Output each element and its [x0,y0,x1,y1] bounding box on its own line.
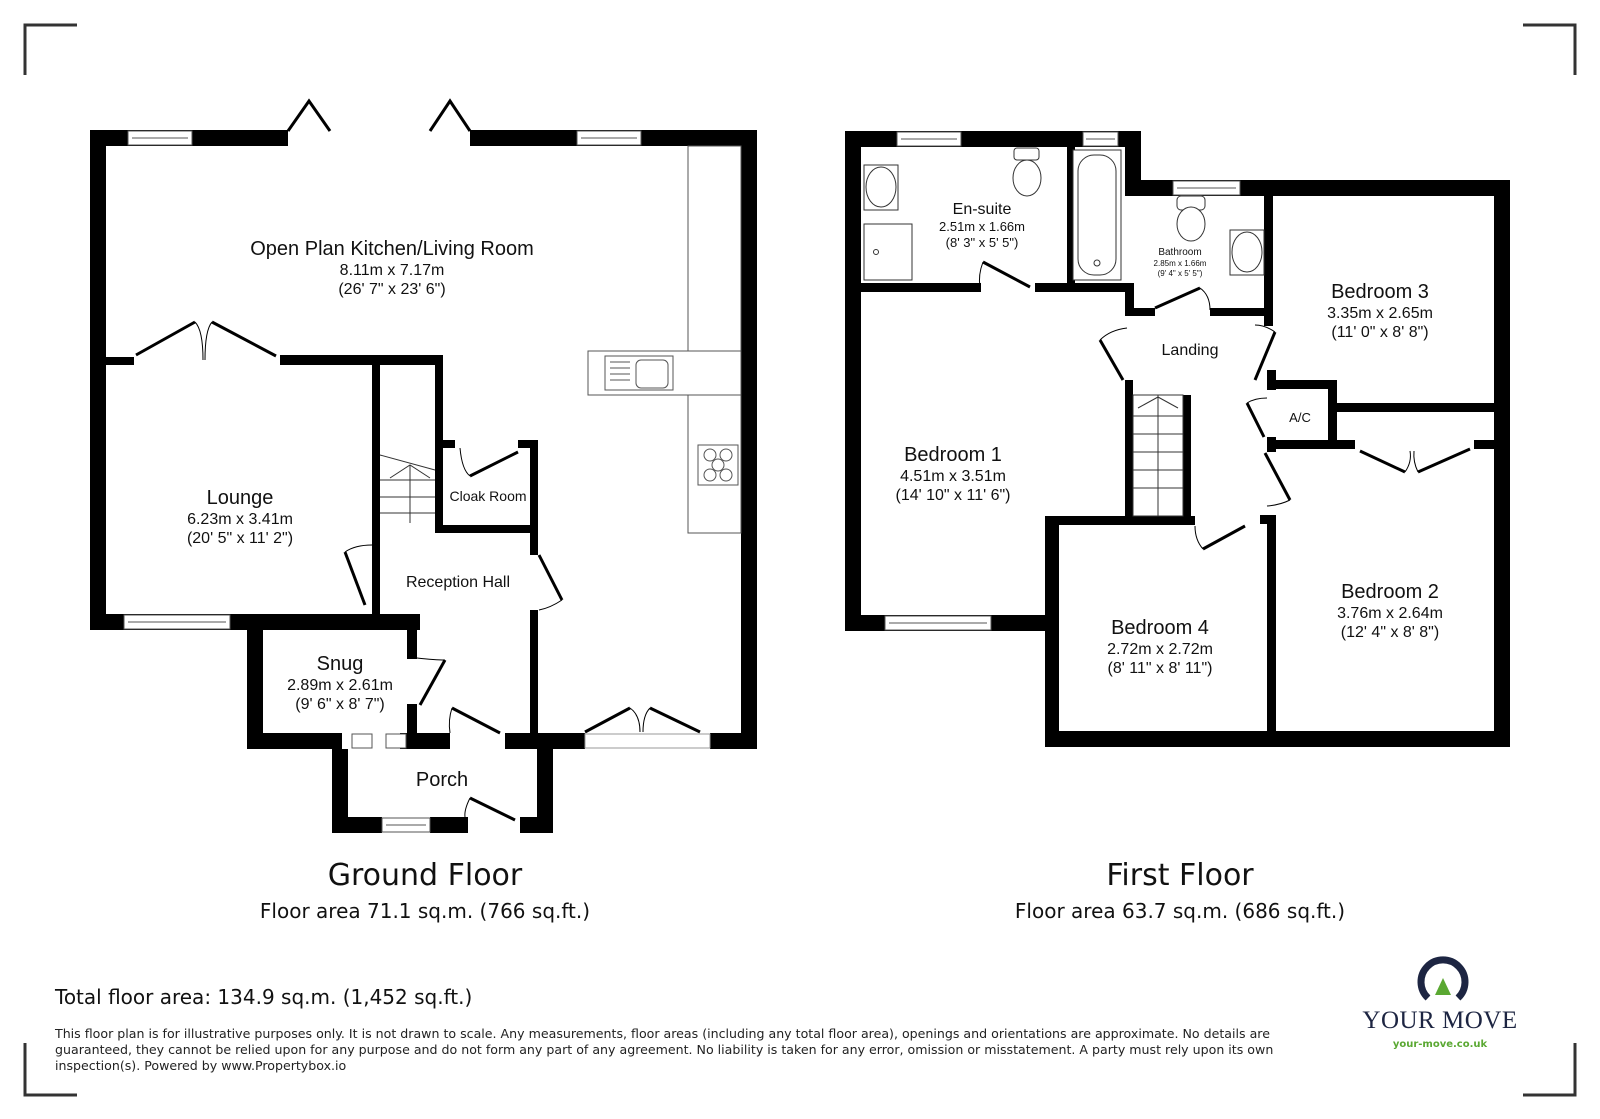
your-move-logo-mark [1417,956,1469,1001]
room-label-cloak-room: Cloak Room [449,488,527,504]
first-floor-door-swings [978,261,1419,550]
room-label-bedroom-3: Bedroom 3 3.35m x 2.65m (11' 0" x 8' 8") [1327,281,1433,342]
first-floor-walls [845,131,1510,747]
ground-floor-caption: Ground Floor Floor area 71.1 sq.m. (766 … [260,858,590,923]
ground-floor-area: Floor area 71.1 sq.m. (766 sq.ft.) [259,899,591,923]
ground-floor-doors [135,98,701,822]
logo-mark-space [1360,955,1520,1005]
first-floor-title: First Floor [1106,858,1254,893]
ground-floor-windows [123,130,711,833]
logo-brand: YOUR MOVE [1362,1007,1518,1034]
logo-url: your-move.co.uk [1392,1039,1488,1050]
ground-floor-walls [90,130,757,833]
room-label-airing-cupboard: A/C [1289,410,1311,425]
room-label-porch: Porch [415,769,469,791]
room-label-kitchen-living: Open Plan Kitchen/Living Room 8.11m x 7.… [250,238,534,299]
room-label-bathroom: Bathroom 2.85m x 1.66m (9' 4" x 5' 5") [1153,247,1207,278]
total-floor-area: Total floor area: 134.9 sq.m. (1,452 sq.… [55,985,473,1009]
disclaimer-text: This floor plan is for illustrative purp… [55,1026,1274,1073]
room-label-bedroom-2: Bedroom 2 3.76m x 2.64m (12' 4" x 8' 8") [1337,581,1443,642]
your-move-logo: YOUR MOVE your-move.co.uk [1360,955,1520,1050]
room-label-bedroom-4: Bedroom 4 2.72m x 2.72m (8' 11" x 8' 11"… [1107,617,1213,678]
first-floor-windows [884,131,1241,631]
room-label-reception-hall: Reception Hall [405,574,511,591]
door-swings [194,321,651,818]
room-label-snug: Snug 2.89m x 2.61m (9' 6" x 8' 7") [287,653,393,714]
ground-floor-stairs [379,454,436,523]
room-label-en-suite: En-suite 2.51m x 1.66m (8' 3" x 5' 5") [939,201,1025,250]
ground-floor-title: Ground Floor [327,858,523,893]
first-floor-sanitaryware [863,147,1265,281]
room-label-landing: Landing [1161,342,1219,359]
room-label-bedroom-1: Bedroom 1 4.51m x 3.51m (14' 10" x 11' 6… [895,444,1011,505]
first-floor-caption: First Floor Floor area 63.7 sq.m. (686 s… [1015,858,1345,923]
first-floor-stairs [1132,394,1184,517]
first-floor-doors [982,260,1471,551]
kitchen-units [587,145,742,534]
corner-marks [23,23,1577,1097]
room-label-lounge: Lounge 6.23m x 3.41m (20' 5" x 11' 2") [186,487,294,548]
first-floor-area: Floor area 63.7 sq.m. (686 sq.ft.) [1014,899,1346,923]
